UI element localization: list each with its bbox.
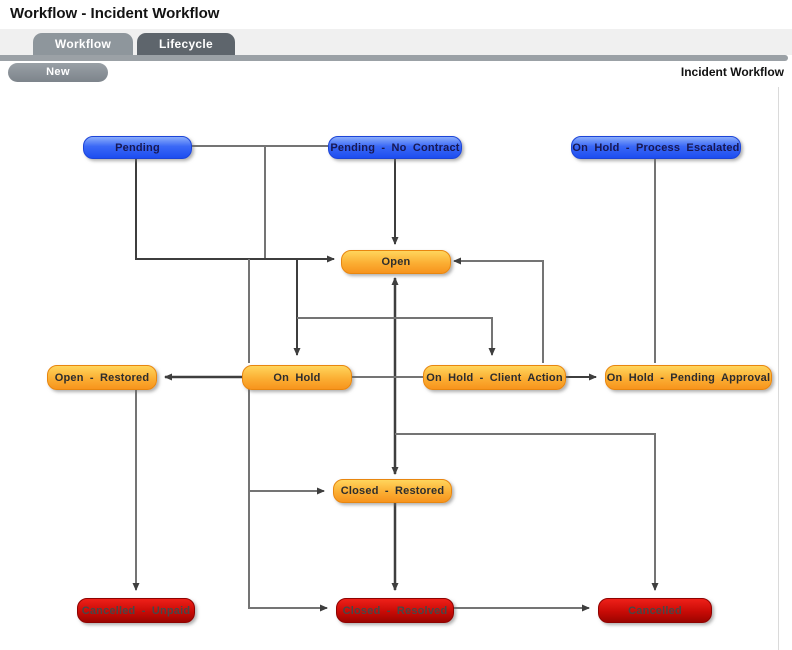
toolbar: New Incident Workflow <box>0 61 792 87</box>
tab-divider-bar <box>0 55 788 61</box>
node-cancelled[interactable]: Cancelled <box>598 598 712 623</box>
title-bar: Workflow - Incident Workflow <box>0 0 792 29</box>
node-open[interactable]: Open <box>341 250 451 274</box>
tab-strip: Workflow Lifecycle <box>0 29 792 55</box>
node-closed-restored[interactable]: Closed - Restored <box>333 479 452 503</box>
page-title: Workflow - Incident Workflow <box>10 5 220 22</box>
tab-workflow[interactable]: Workflow <box>33 33 133 55</box>
canvas-right-border <box>778 87 779 650</box>
node-pending-no-contract[interactable]: Pending - No Contract <box>328 136 462 159</box>
edge-open-to-cancelled <box>395 433 659 591</box>
edge-on-hold-to-closed-resolved <box>248 491 328 612</box>
tab-lifecycle[interactable]: Lifecycle <box>137 33 235 55</box>
edge-branch-to-client-action <box>297 317 496 356</box>
node-on-hold-process-escalated[interactable]: On Hold - Process Escalated <box>571 136 741 159</box>
edge-pending-to-open <box>135 157 335 263</box>
node-open-restored[interactable]: Open - Restored <box>47 365 157 390</box>
node-on-hold[interactable]: On Hold <box>242 365 352 390</box>
workflow-edges <box>132 145 659 612</box>
context-title: Incident Workflow <box>680 65 784 79</box>
workflow-canvas: Pending Pending - No Contract On Hold - Pr… <box>0 87 792 650</box>
new-button[interactable]: New <box>8 63 108 82</box>
edge-on-hold-to-closed-restored <box>248 388 325 495</box>
node-closed-resolved[interactable]: Closed - Resolved <box>336 598 454 623</box>
edge-client-action-to-open <box>453 257 544 363</box>
node-pending[interactable]: Pending <box>83 136 192 159</box>
node-cancelled-unpaid[interactable]: Cancelled - Unpaid <box>77 598 195 623</box>
node-on-hold-client-action[interactable]: On Hold - Client Action <box>423 365 566 390</box>
node-on-hold-pending-approval[interactable]: On Hold - Pending Approval <box>605 365 772 390</box>
